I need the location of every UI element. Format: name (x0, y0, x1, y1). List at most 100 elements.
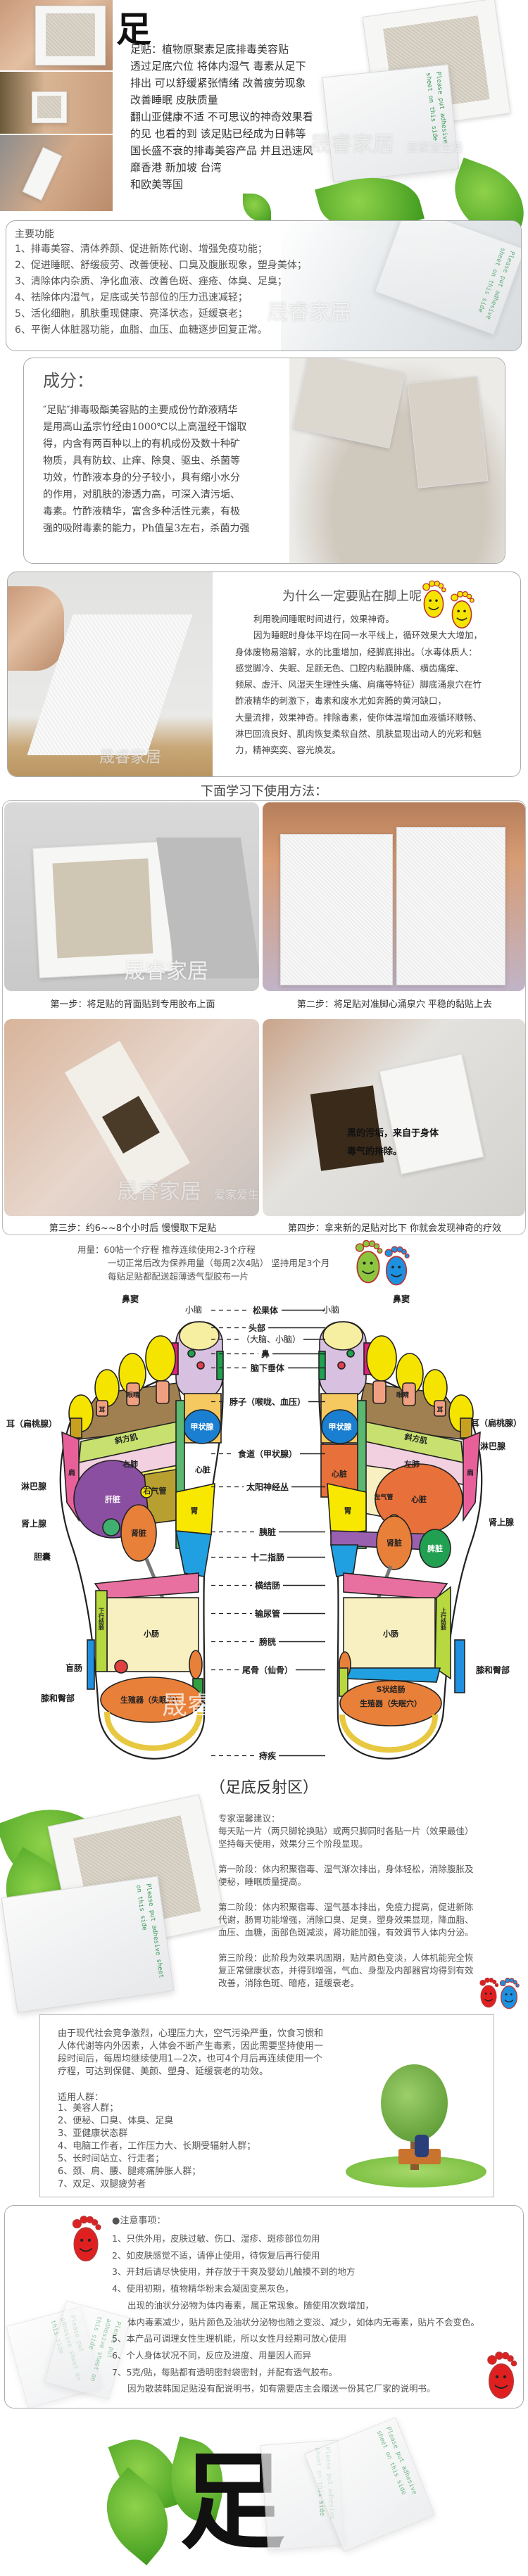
function-item: 5、活化细胞，肌肤重现健康、亮泽状态，延缓衰老； (15, 308, 248, 320)
usage-title: 下面学习下使用方法： (201, 784, 327, 799)
hero-text-line: 翻山亚健康不适 不可思议的神奇效果看 (130, 111, 313, 123)
zone-label-shoulder-left: 肩 (68, 1468, 75, 1477)
why-line: 酢液精华的刺激下，毒素和废水尤如奔腾的黄河缺口， (235, 695, 447, 707)
hero-text-line: 改善睡眠 皮肤质量 (130, 94, 218, 106)
ingredients-line: ″足贴″排毒吸酯美容贴的主要成份竹酢液精华 (43, 405, 238, 416)
chart-label-nose: 鼻 (261, 1349, 270, 1359)
red-blue-feet-icon (479, 1977, 520, 2009)
dosage-text: 用量：60帖一个疗程 推荐连续使用2-3个疗程一切正常后改为保养用量（每周2次4… (77, 1243, 329, 1283)
kidney-zone (120, 1504, 157, 1562)
step-4-note-line: 毒气的排除。 (347, 1147, 403, 1157)
precaution-line: 1、只供外用，皮肤过敏、伤口、湿疹、斑疹部位勿用 (112, 2233, 320, 2244)
chart-label-gallbladder-left: 胆囊 (34, 1551, 51, 1562)
patch-peeling-photo: 晟睿家居 (8, 572, 213, 776)
step-3-caption: 第三步：约6~~8个小时后 慢慢取下足贴 (49, 1223, 217, 1234)
advice-line: 第二阶段：体内积聚宿毒、湿气基本排出，免疫力提高，促进新陈 (218, 1902, 474, 1912)
foot-patch-photo-1 (0, 0, 113, 70)
hero-text-line: 足贴：植物原聚素足底排毒美容贴 (130, 43, 289, 56)
zone-label-genitals-left: 生殖器（失眠穴） (120, 1695, 182, 1705)
crowd-item: 4、电脑工作者，工作压力大、长期受辐射人群； (58, 2141, 256, 2152)
packet-print: Please put adhesive sheet on this side (322, 64, 460, 182)
crowd-item: 2、便秘、口臭、体臭、足臭 (58, 2116, 174, 2126)
why-line: 感觉脚冷、失眠、足颜无色、口腔内粘膜肿痛、横齿痛痒、 (235, 662, 465, 674)
precautions-title: ●注意事项： (112, 2216, 166, 2226)
transverse-colon-zone (343, 1572, 448, 1600)
ear-zone (96, 1400, 108, 1417)
nose-green-zone (318, 1351, 326, 1380)
zone-label-stomach-left: 胃 (191, 1506, 199, 1515)
eye-zone (156, 1380, 170, 1404)
toe (366, 1335, 397, 1382)
hero-text-line: 国长盛不衰的排毒美容产品 并且迅速风 (130, 144, 313, 157)
cerebellum-zone (322, 1321, 363, 1351)
foot-patch-photo-3 (0, 135, 113, 211)
red-foot-icon (486, 2351, 517, 2399)
zone-label-shoulder-right: 肩 (467, 1468, 474, 1477)
zone-label-left-lung: 左肺 (403, 1459, 420, 1469)
zone-label-small-intestine-right: 小肠 (382, 1629, 398, 1639)
chart-label-cecum-left: 盲肠 (65, 1662, 82, 1673)
crowd-item: 5、长时间站立、行走者； (58, 2154, 165, 2164)
leaf-decoration (243, 194, 271, 222)
chart-label-adrenal-right: 肾上腺 (489, 1517, 515, 1527)
watermark-slogan: 爱家爱生活 (214, 1188, 259, 1201)
hero-text-line: 靡香港 新加坡 台湾 (130, 161, 222, 174)
zone-label-heart-left: 心脏 (195, 1465, 210, 1475)
advice-line: 第一阶段：体内积聚宿毒、湿气渐次排出，身体轻松，消除腹胀及 (218, 1864, 474, 1874)
chart-label-coccyx: 尾骨（仙骨） (242, 1665, 293, 1675)
zone-label-ear: 耳 (436, 1406, 443, 1414)
ingredients-text: ″足贴″排毒吸酯美容贴的主要成份竹酢液精华是用高山孟宗竹经由1000℃以上高温经… (43, 402, 249, 537)
why-text: 利用晚间睡眠时间进行，效果神奇。因为睡眠时身体平均在同一水平线上，循环效果大大增… (235, 611, 482, 759)
ear-zone (434, 1400, 446, 1417)
chart-label-bladder: 膀胱 (258, 1636, 276, 1647)
sealed-packets-image: Please put adhesive sheet on this side (281, 221, 521, 351)
chart-label-pineal: 松果体 (253, 1305, 279, 1315)
why-line: 大量流排，效果神奇。排除毒素，使你体温增加血液循环顺畅、 (235, 712, 482, 723)
red-foot-icon (72, 2215, 101, 2262)
zone-label-genitals-right: 生殖器（失眠穴） (360, 1698, 422, 1708)
chart-label-ear-tonsil-right: 耳（扁桃腺） (471, 1418, 522, 1428)
pituitary-dot (337, 1361, 346, 1370)
ingredients-line: 物质，具有防蚊、止痒、除臭、驱虫、杀菌等 (43, 455, 240, 467)
cerebellum-zone (179, 1321, 220, 1351)
chart-label-duodenum: 十二指肠 (251, 1552, 284, 1562)
ingredients-title: 成分： (43, 371, 94, 391)
hero-text-line: 透过足底穴位 将体内湿气 毒素从足下 (130, 60, 306, 72)
suitable-crowd-box: 由于现代社会竞争激烈，心理压力大，空气污染严重，饮食习惯和人体代谢等内外因素，人… (39, 2014, 494, 2197)
green-blue-feet-icon (355, 1239, 410, 1286)
zone-label-eye: 眼睛 (127, 1391, 139, 1399)
why-line: 利用晚间睡眠时间进行，效果神奇。 (253, 614, 395, 624)
watermark: 晟睿家居 (162, 1691, 263, 1720)
adrenal-zone (140, 1486, 153, 1498)
knee-hip-zone (87, 1639, 95, 1690)
reflex-chart-title: （足底反射区） (209, 1779, 318, 1797)
toe (145, 1335, 176, 1382)
step-4-note-line: 黑的污垢，来自于身体 (347, 1128, 439, 1139)
hero-text-line: 和欧美等国 (130, 178, 184, 191)
ear-tonsil-zone (70, 1418, 82, 1439)
ingredients-box: 成分： ″足贴″排毒吸酯美容贴的主要成份竹酢液精华是用高山孟宗竹经由1000℃以… (23, 358, 505, 564)
zone-label-kidney-right: 肾脏 (386, 1538, 402, 1548)
crowd-title: 适用人群： (58, 2092, 104, 2103)
small-intestine-zone (106, 1597, 199, 1672)
precaution-line: 7、5克/贴，每贴都有透明密封袋密封，并配有透气胶布。 (112, 2366, 338, 2378)
advice-line: 代谢，肠胃功能增强，消除口臭、足臭，塑身效果显现，降血脂、 (218, 1914, 474, 1925)
appendix-dot (114, 1660, 128, 1674)
zone-label-kidney-left: 肾脏 (131, 1528, 146, 1538)
eye-zone (402, 1382, 416, 1406)
chart-label-head: 头部 (249, 1322, 265, 1333)
packet-print: Please put adhesive sheet on this side (1, 1876, 175, 2013)
dosage-line: 用量：60帖一个疗程 推荐连续使用2-3个疗程 (77, 1244, 256, 1255)
why-title: 为什么一定要贴在脚上呢 (282, 589, 422, 604)
zone-label-thyroid: 甲状腺 (329, 1422, 353, 1432)
advice-line (218, 1888, 474, 1901)
eye-zone (126, 1382, 140, 1406)
pineal-dot (346, 1349, 355, 1358)
product-leaves-image: Please put adhesive sheet on this side (0, 1791, 227, 2013)
usage-steps-frame: 晟睿家居 第一步：将足贴的背面贴到专用胶布上面 第二步：将足贴对准脚心涌泉穴 平… (2, 800, 526, 1235)
zone-label-ascending-colon: 上行结肠 (441, 1607, 447, 1631)
zone-label-ear: 耳 (99, 1406, 105, 1414)
knee-hip-zone (454, 1639, 465, 1693)
zone-label-left-bronchus: 左气管 (373, 1493, 393, 1501)
